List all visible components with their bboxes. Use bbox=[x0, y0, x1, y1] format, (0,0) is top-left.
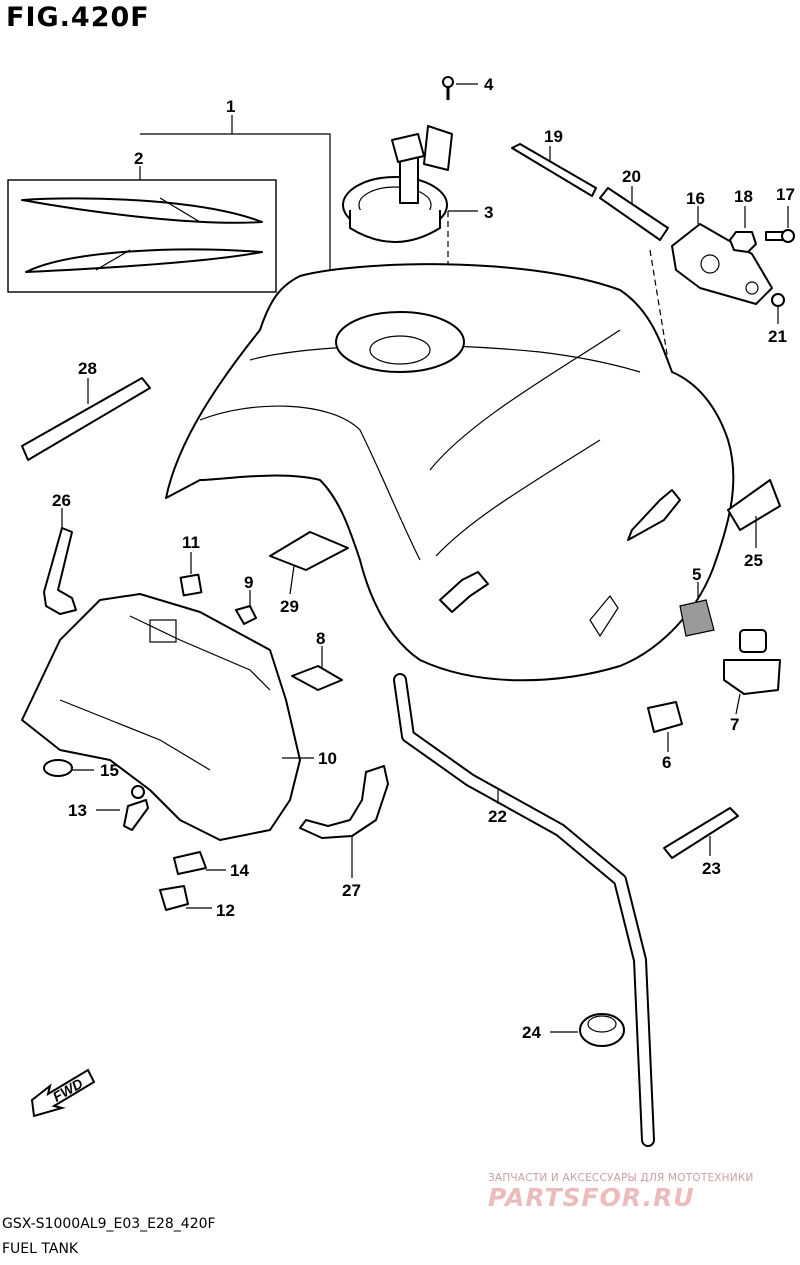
fuel-key-spare bbox=[423, 125, 453, 171]
callout-27: 27 bbox=[342, 881, 361, 900]
tank-side-vent bbox=[589, 594, 619, 638]
caution-label bbox=[727, 479, 781, 531]
callout-15: 15 bbox=[100, 761, 119, 780]
callout-21: 21 bbox=[768, 327, 787, 346]
callout-5: 5 bbox=[692, 565, 701, 584]
callout-7: 7 bbox=[730, 715, 739, 734]
fuel-cap-base bbox=[349, 210, 441, 243]
callout-19: 19 bbox=[544, 127, 563, 146]
tank-strip bbox=[21, 377, 151, 461]
emblem-upper-divider bbox=[159, 197, 201, 223]
callout-8: 8 bbox=[316, 629, 325, 648]
tank-side-contour-lower bbox=[435, 439, 601, 557]
hose-clamp bbox=[579, 1013, 625, 1047]
callout-29-leader bbox=[289, 565, 295, 595]
callout-13: 13 bbox=[68, 801, 87, 820]
callout-12: 12 bbox=[216, 901, 235, 920]
callout-24: 24 bbox=[522, 1023, 541, 1042]
lock-bolt-head bbox=[781, 229, 795, 243]
callout-9: 9 bbox=[244, 573, 253, 592]
tank-side-contour bbox=[429, 329, 621, 471]
emblem-lower bbox=[25, 248, 263, 273]
callout-29: 29 bbox=[280, 597, 299, 616]
damper-pad bbox=[291, 665, 343, 691]
washer-bolt bbox=[123, 799, 149, 831]
mount-bracket-left bbox=[43, 527, 77, 615]
callout-3: 3 bbox=[484, 203, 493, 222]
callout-1: 1 bbox=[226, 97, 235, 116]
rubber-grommet bbox=[43, 759, 73, 777]
callout-23: 23 bbox=[702, 859, 721, 878]
drain-hose bbox=[395, 675, 653, 1145]
tank-cover-top bbox=[739, 629, 767, 653]
lock-nut bbox=[729, 231, 757, 253]
long-bolt bbox=[511, 143, 597, 197]
under-tray-ridge bbox=[129, 615, 271, 691]
hose-band bbox=[663, 807, 739, 859]
fuel-tank bbox=[165, 263, 735, 682]
flange-bolt bbox=[235, 605, 257, 625]
emblem-set-box bbox=[7, 179, 277, 293]
emblem-lower-divider bbox=[95, 249, 131, 271]
watermark-tagline: ЗАПЧАСТИ И АКСЕССУАРЫ ДЛЯ МОТОТЕХНИКИ bbox=[488, 1172, 754, 1184]
washer-bolt-head bbox=[131, 785, 145, 799]
callout-25: 25 bbox=[744, 551, 763, 570]
callout-26: 26 bbox=[52, 491, 71, 510]
tank-cover bbox=[723, 659, 781, 695]
collar bbox=[159, 885, 189, 911]
tank-under-tray bbox=[21, 593, 301, 841]
tank-rear-clip bbox=[627, 489, 681, 541]
rubber-cushion bbox=[173, 851, 207, 875]
mount-bracket-lower bbox=[299, 765, 389, 839]
callout-22: 22 bbox=[488, 807, 507, 826]
fwd-arrow-icon bbox=[30, 1068, 96, 1118]
spacer-collar bbox=[599, 187, 669, 241]
callout-10: 10 bbox=[318, 749, 337, 768]
callout-1-bracket bbox=[140, 133, 331, 270]
lock-plate-alignment bbox=[649, 249, 669, 361]
hose-clamp-inner bbox=[587, 1015, 617, 1033]
info-label bbox=[679, 599, 715, 637]
callout-6: 6 bbox=[662, 753, 671, 772]
under-tray-ridge-2 bbox=[59, 699, 211, 771]
figure-title: FIG.420F bbox=[6, 2, 150, 33]
lock-plate-hole-2 bbox=[745, 281, 759, 295]
callout-11: 11 bbox=[182, 533, 200, 552]
fuel-key-stem bbox=[399, 154, 419, 204]
tank-side-bracket bbox=[439, 571, 489, 613]
callout-28: 28 bbox=[78, 359, 97, 378]
tank-inner-edge bbox=[199, 405, 421, 561]
callout-20: 20 bbox=[622, 167, 641, 186]
insulator-sheet bbox=[269, 531, 349, 571]
callout-2: 2 bbox=[134, 149, 143, 168]
callout-17: 17 bbox=[776, 185, 795, 204]
callout-18: 18 bbox=[734, 187, 753, 206]
drain-hose-outline bbox=[393, 673, 655, 1147]
tank-cushion bbox=[647, 701, 683, 733]
tank-filler-recess bbox=[335, 311, 465, 373]
figure-name: FUEL TANK bbox=[2, 1241, 79, 1257]
cap-screw-head bbox=[442, 76, 454, 88]
cushion-small bbox=[179, 573, 203, 597]
fuel-key-head bbox=[391, 133, 425, 163]
flange-nut bbox=[771, 293, 785, 307]
tank-top-contour bbox=[249, 344, 641, 373]
tank-filler-neck bbox=[369, 335, 431, 365]
callout-7-leader bbox=[735, 693, 741, 715]
under-tray-slot bbox=[149, 619, 177, 643]
callout-16: 16 bbox=[686, 189, 705, 208]
callout-14: 14 bbox=[230, 861, 249, 880]
watermark-logo: PARTSFOR.RU bbox=[488, 1183, 695, 1212]
lock-plate-hole bbox=[700, 254, 720, 274]
emblem-upper bbox=[21, 197, 263, 224]
model-code: GSX-S1000AL9_E03_E28_420F bbox=[2, 1216, 216, 1232]
callout-4: 4 bbox=[484, 75, 494, 94]
